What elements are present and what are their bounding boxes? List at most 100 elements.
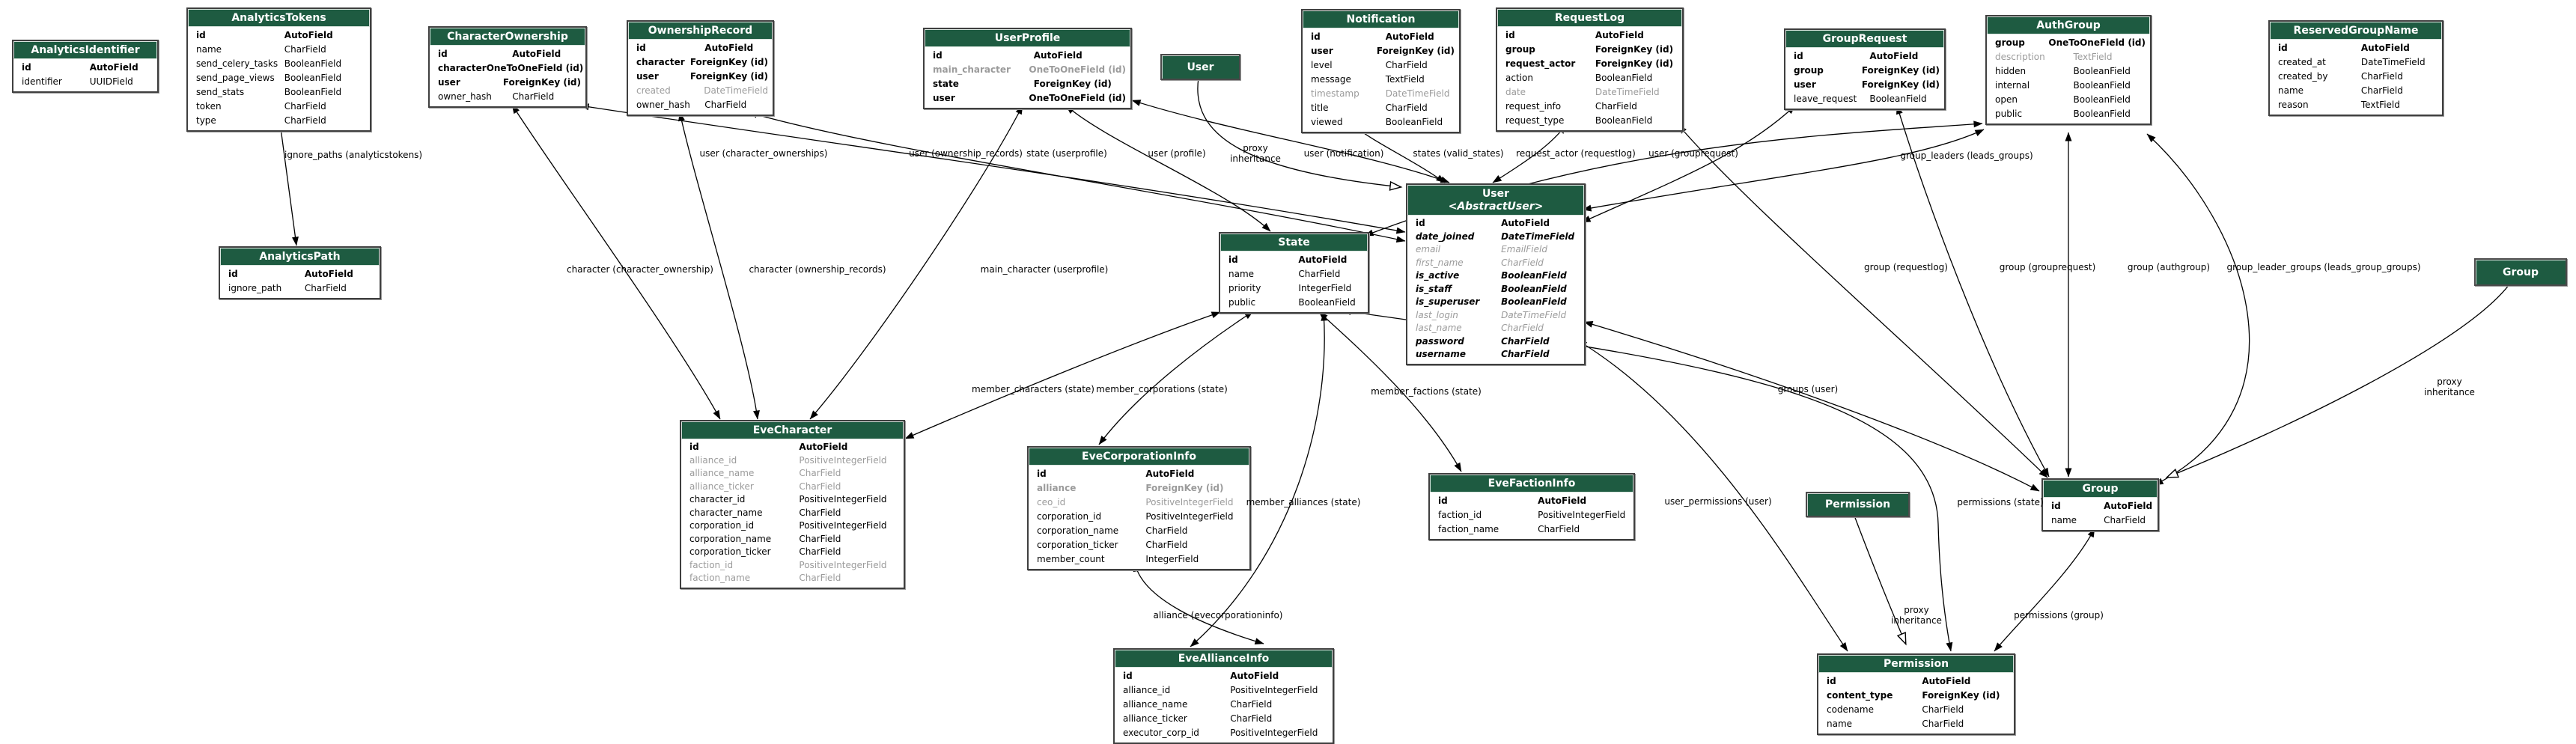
field-type: CharField (799, 507, 841, 518)
edge-label-line: inheritance (2424, 387, 2475, 397)
table-title-text: EveAllianceInfo (1178, 653, 1270, 665)
field-name: faction_name (1438, 524, 1499, 534)
field-type: CharField (1538, 524, 1580, 534)
field-name: executor_corp_id (1123, 728, 1199, 738)
edge-label: user (grouprequest) (1648, 148, 1738, 159)
edge-label: states (valid_states) (1413, 148, 1504, 159)
table-title-text: EveCharacter (752, 424, 832, 436)
field-type: DateTimeField (1501, 231, 1575, 242)
field-type: AutoField (1595, 30, 1644, 40)
field-name: first_name (1416, 257, 1464, 268)
field-type: IntegerField (1298, 283, 1352, 293)
field-name: id (1228, 254, 1238, 265)
field-type: ForeignKey (id) (1033, 79, 1112, 89)
table-title: UserProfile (925, 29, 1130, 47)
table-title: EveAllianceInfo (1115, 650, 1333, 668)
field-type: CharField (1385, 60, 1428, 70)
field-type: BooleanField (1501, 283, 1567, 294)
field-name: viewed (1311, 117, 1343, 127)
field-type: DateTimeField (704, 85, 768, 96)
field-name: type (196, 115, 216, 126)
field-name: send_stats (196, 87, 245, 97)
field-name: id (689, 442, 699, 452)
inheritance-edge (1854, 515, 1907, 646)
relation-edge (1065, 105, 1271, 232)
field-name: id (1794, 51, 1803, 61)
field-type: BooleanField (1869, 94, 1927, 104)
field-type: ForeignKey (id) (502, 77, 581, 88)
field-name: id (1827, 676, 1836, 686)
field-type: BooleanField (1501, 270, 1567, 281)
field-type: CharField (1145, 525, 1188, 536)
relation-edge (1583, 320, 2040, 492)
field-type: AutoField (512, 49, 561, 59)
edge-label-line: proxy (1243, 143, 1268, 153)
field-name: level (1311, 60, 1333, 70)
field-type: CharField (1501, 335, 1550, 347)
field-name: alliance_name (1123, 699, 1188, 710)
field-name: id (1416, 218, 1425, 228)
field-type: AutoField (1230, 671, 1279, 681)
edge-label: state (userprofile) (1026, 148, 1107, 159)
edge-label: character (ownership_records) (749, 264, 886, 275)
field-type: CharField (1230, 699, 1273, 710)
field-name: created_at (2278, 57, 2326, 67)
field-name: owner_hash (636, 100, 690, 110)
field-name: corporation_ticker (689, 546, 771, 557)
table-title: AnalyticsPath (220, 248, 380, 266)
field-type: CharField (2360, 71, 2403, 82)
field-type: BooleanField (2073, 66, 2131, 76)
field-type: BooleanField (284, 58, 342, 69)
field-type: TextField (2360, 100, 2400, 110)
field-type: CharField (1298, 269, 1341, 279)
field-name: id (196, 30, 206, 40)
field-name: hidden (1995, 66, 2027, 76)
edge-label: alliance (evecorporationinfo) (1153, 610, 1283, 620)
field-name: is_superuser (1416, 296, 1480, 307)
field-type: OneToOneField (id) (1029, 93, 1126, 103)
field-type: CharField (2104, 515, 2146, 525)
edge-label: request_actor (requestlog) (1516, 148, 1636, 159)
edge-label: group (requestlog) (1864, 262, 1948, 272)
field-type: CharField (284, 101, 326, 112)
table-title: AnalyticsIdentifier (13, 41, 157, 59)
field-type: CharField (284, 115, 326, 126)
field-type: ForeignKey (id) (1595, 58, 1674, 69)
field-type: AutoField (1298, 254, 1348, 265)
table-title: Notification (1303, 10, 1459, 28)
field-name: user (438, 77, 460, 88)
field-name: password (1416, 335, 1464, 347)
relation-edge (1678, 124, 2048, 478)
relation-edge (678, 112, 760, 420)
field-type: TextField (1385, 74, 1425, 85)
field-type: CharField (1501, 257, 1544, 268)
field-name: id (1438, 496, 1448, 506)
proxy-model-permission-proxy: Permission (1806, 492, 1910, 517)
